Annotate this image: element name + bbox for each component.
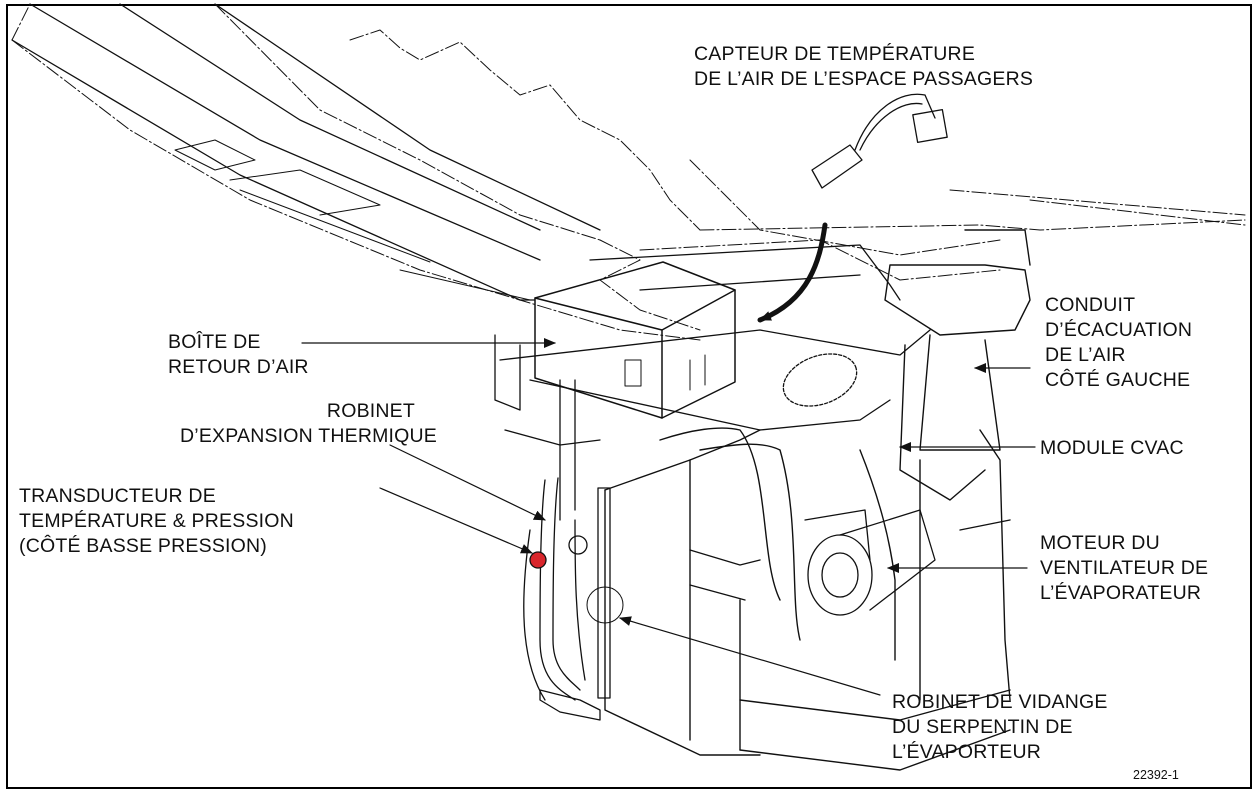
piping [523,477,611,721]
hvac-housing [604,427,1011,771]
leader-expansion-valve [389,444,546,521]
leader-lines [301,338,1036,696]
return-air-box [534,261,736,419]
label-hvac-module: MODULE CVAC [1040,437,1184,459]
airflow-arrow [757,222,828,323]
leader-drain-valve [619,616,881,696]
main-duct [11,3,601,301]
diagram-frame [6,4,1252,789]
leader-transducer [379,487,533,554]
roof-outline [11,3,1246,341]
drain-valve-marker [586,586,624,624]
figure-number: 22392-1 [1133,768,1179,782]
sensor-illustration [811,93,948,189]
exhaust-duct [884,229,1031,501]
fan-motor [782,353,936,616]
frame-structure [494,244,931,521]
transducer-highlight [529,551,547,569]
